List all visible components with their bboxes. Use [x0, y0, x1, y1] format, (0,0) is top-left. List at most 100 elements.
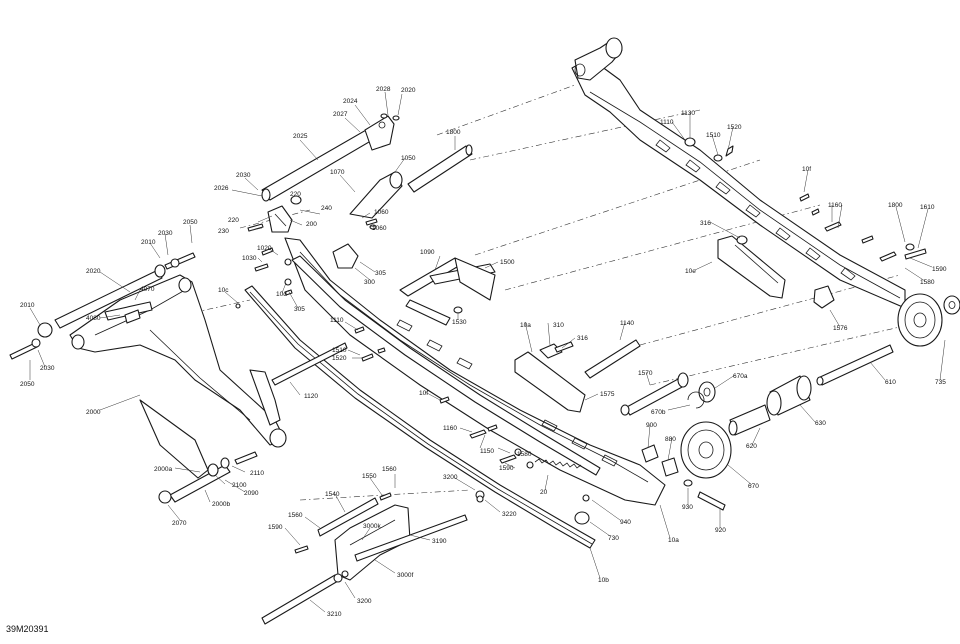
callout-1070: 1070	[330, 169, 345, 176]
callout-1120: 1120	[304, 393, 318, 400]
callout-1510-b: 1510	[706, 132, 721, 139]
callout-2028: 2028	[376, 86, 391, 93]
callout-2050-a: 2050	[183, 219, 198, 226]
left-rail-cutouts	[396, 319, 618, 467]
block-1576	[813, 285, 835, 309]
rear-arm-3000f	[261, 490, 485, 625]
callout-305-b: 305	[294, 306, 305, 313]
callout-220-b: 220	[228, 217, 239, 224]
callout-1610: 1610	[920, 204, 935, 211]
callout-1540: 1540	[325, 491, 340, 498]
callout-1590-b: 1590	[268, 524, 283, 531]
spacer-630	[766, 375, 812, 416]
callout-316-b: 316	[700, 220, 711, 227]
callout-1520-a: 1520	[332, 355, 347, 362]
callout-20: 20	[540, 489, 548, 496]
callout-3000k: 3000k	[363, 523, 381, 530]
callout-10f-a: 10f	[419, 390, 428, 397]
callout-3200-b: 3200	[357, 598, 372, 605]
bracket-200	[247, 195, 302, 233]
callout-735: 735	[935, 379, 946, 386]
callout-2110: 2110	[250, 470, 264, 477]
slider-block-1575	[514, 343, 586, 413]
callout-1090: 1090	[420, 249, 435, 256]
callout-1050: 1050	[401, 155, 416, 162]
callout-1140: 1140	[620, 320, 634, 327]
callout-1560-b: 1560	[288, 512, 303, 519]
bearing-670a	[687, 381, 716, 409]
callout-2027: 2027	[333, 111, 348, 118]
slider-10e	[717, 235, 786, 299]
callout-10b: 10b	[598, 577, 609, 584]
callout-1520-b: 1520	[727, 124, 742, 131]
callout-2010-b: 2010	[20, 302, 35, 309]
callout-2100: 2100	[232, 482, 247, 489]
callout-2020: 2020	[401, 87, 416, 94]
callout-1110-b: 1110	[660, 119, 674, 126]
figure-code: 39M20391	[6, 624, 49, 634]
callout-930: 930	[682, 504, 693, 511]
callout-1590-a: 1590	[499, 465, 514, 472]
alignment-lines	[69, 84, 931, 501]
callout-1110-a: 1110	[330, 317, 344, 324]
callout-230: 230	[218, 228, 229, 235]
rod-1570	[620, 372, 689, 416]
callout-1580-a: 1580	[517, 451, 532, 458]
callout-1060-a: 1060	[374, 209, 389, 216]
callout-1580-b: 1580	[920, 279, 935, 286]
block-300	[332, 243, 359, 269]
leader-lines	[29, 91, 946, 613]
callout-1570: 1570	[638, 370, 653, 377]
callout-2020-b: 2020	[86, 268, 101, 275]
callout-920: 920	[715, 527, 726, 534]
callout-2025: 2025	[293, 133, 308, 140]
callout-1060-b: 1060	[372, 225, 387, 232]
stopper-1050	[349, 171, 403, 230]
small-parts-lower	[574, 444, 726, 525]
callout-610: 610	[885, 379, 896, 386]
callout-305-a: 305	[375, 270, 386, 277]
right-rail	[571, 37, 906, 309]
callout-1575: 1575	[600, 391, 615, 398]
callout-3190: 3190	[432, 538, 447, 545]
callout-4080: 4080	[86, 315, 101, 322]
callout-10e: 10e	[685, 268, 696, 275]
callout-3220: 3220	[502, 511, 517, 518]
callout-620: 620	[746, 443, 757, 450]
front-arm-2000	[69, 274, 287, 479]
callout-3000f: 3000f	[397, 572, 413, 579]
callout-2030-c: 2030	[40, 365, 55, 372]
right-rail-cutouts	[655, 139, 856, 281]
shaft-2100	[158, 451, 258, 504]
callout-670: 670	[748, 483, 759, 490]
callout-1800-b: 1800	[888, 202, 903, 209]
callout-2090: 2090	[244, 490, 259, 497]
callout-10c: 10c	[218, 287, 229, 294]
callout-10a-a: 10a	[520, 322, 531, 329]
callout-3210: 3210	[327, 611, 342, 618]
idler-wheel-670	[680, 421, 732, 479]
shaft-1800	[407, 144, 473, 193]
callout-240: 240	[321, 205, 332, 212]
callout-880: 880	[665, 436, 676, 443]
callout-1800: 1800	[446, 129, 461, 136]
callout-10f-b: 10f	[802, 166, 811, 173]
callout-730: 730	[608, 535, 619, 542]
callout-2000: 2000	[86, 409, 101, 416]
callout-1576: 1576	[833, 325, 848, 332]
callout-2026: 2026	[214, 185, 229, 192]
shaft-2020	[9, 252, 196, 360]
spring-20	[526, 458, 582, 469]
shaft-610	[816, 344, 894, 386]
callout-2050-b: 2050	[20, 381, 35, 388]
callout-1160-a: 1160	[443, 425, 457, 432]
callout-220-a: 220	[290, 191, 301, 198]
callout-1150: 1150	[480, 448, 494, 455]
spacer-620	[728, 404, 771, 436]
callout-940: 940	[620, 519, 631, 526]
callout-1590-c: 1590	[932, 266, 947, 273]
rod-1120	[271, 342, 348, 386]
callout-1560: 1560	[382, 466, 397, 473]
runner-strips	[244, 255, 601, 549]
